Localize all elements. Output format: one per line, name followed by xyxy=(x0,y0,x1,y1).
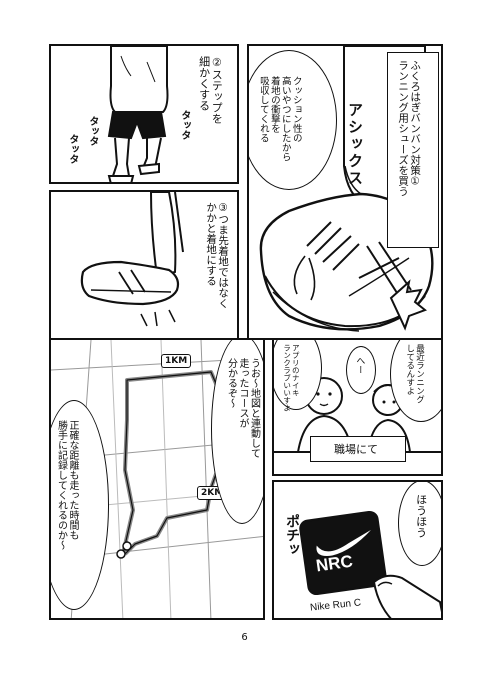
panel-shoe-closeup: ふくろはぎバンバン対策① ランニング用シューズを買う クッション性の 高いやつに… xyxy=(247,44,443,340)
panel-heel-strike: ③つま先着地ではなく かかと着地にする xyxy=(49,190,239,340)
heel-strike-illustration xyxy=(80,192,184,327)
panel-app-tap: NRC Nike Run C ポチッ ほうほう xyxy=(272,480,443,620)
speech-text: クッション性の 高いやつにしたから 着地の衝撃を 吸収してくれる xyxy=(257,76,302,162)
sfx-tatta-1: タッタ xyxy=(179,110,190,140)
speech-bubble-left xyxy=(51,400,109,610)
sfx-pochi: ポチッ xyxy=(284,514,300,556)
speech-text-right: 最近ランニング してるんすよ xyxy=(404,344,425,404)
speech-text-left: 正確な距離も走った時間も 勝手に記録してくれるのか〜 xyxy=(55,420,79,550)
sfx-tatta-3: タッタ xyxy=(67,134,78,164)
narration-text: ふくろはぎバンバン対策① ランニング用シューズを買う xyxy=(397,60,422,197)
narration-box xyxy=(387,52,439,248)
caption-text: 職場にて xyxy=(334,444,378,456)
marker-1km: 1KM xyxy=(161,354,192,368)
app-icon-illustration xyxy=(299,510,441,618)
panel-runner-steps: ②ステップを 細かくする タッタ タッタ タッタ xyxy=(49,44,239,184)
narration-text: ②ステップを 細かくする xyxy=(197,56,224,124)
speech-bubble-right xyxy=(211,340,263,524)
panel-map-route: 1KM 2KM うお〜地図と連動して 走ったコースが 分かるぞ〜 正確な距離も走… xyxy=(49,338,265,620)
speech-bubble xyxy=(398,482,441,566)
sfx-tatta-2: タッタ xyxy=(87,116,98,146)
speech-text-mid: へー xyxy=(354,356,365,374)
panel-workplace: 最近ランニング してるんすよ へー アプリのナイキ ランクラブいいすよ 職場にて xyxy=(272,338,443,476)
caption-box xyxy=(310,436,406,462)
page-number: 6 xyxy=(241,632,248,643)
speech-text-left: アプリのナイキ ランクラブいいすよ xyxy=(282,344,301,412)
speech-text-right: うお〜地図と連動して 走ったコースが 分かるぞ〜 xyxy=(225,358,260,458)
speech-bubble xyxy=(249,50,337,190)
sfx-asics: アシックス xyxy=(346,102,364,187)
speech-bubble-right xyxy=(390,340,441,422)
narration-text: ③つま先着地ではなく かかと着地にする xyxy=(205,202,230,309)
runner-illustration xyxy=(107,46,169,182)
speech-bubble-mid xyxy=(346,346,376,394)
speech-text: ほうほう xyxy=(414,494,428,538)
